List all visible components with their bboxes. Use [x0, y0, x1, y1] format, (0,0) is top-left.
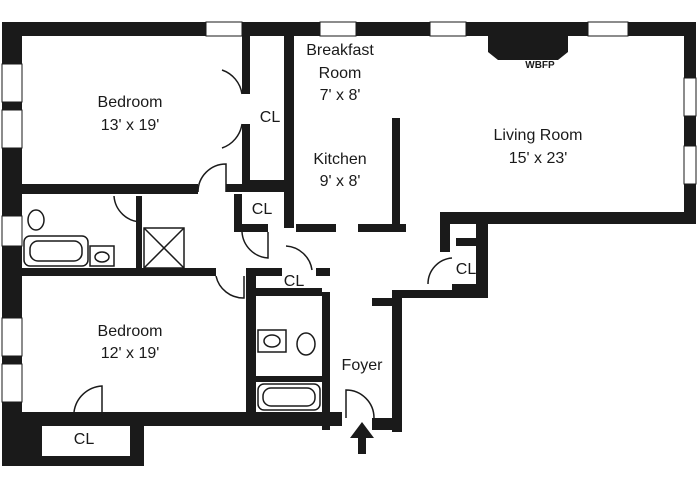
- closet-label: CL: [284, 273, 305, 290]
- door-swing: [285, 245, 313, 271]
- breakfast-room-size: 7' x 8': [320, 87, 361, 104]
- door-swing: [345, 389, 375, 419]
- closet-label: CL: [456, 261, 477, 278]
- foyer-name: Foyer: [342, 357, 384, 374]
- fireplace: WBFP: [488, 36, 568, 71]
- room-labels: Bedroom 13' x 19' Breakfast Room 7' x 8'…: [74, 42, 583, 448]
- kitchen-name: Kitchen: [313, 151, 366, 168]
- kitchen-size: 9' x 8': [320, 173, 361, 190]
- toilet-icon: [27, 209, 45, 231]
- closet-label: CL: [260, 109, 281, 126]
- door-swing: [215, 275, 245, 299]
- closet-label: CL: [74, 431, 95, 448]
- living-room-name: Living Room: [494, 127, 583, 144]
- bedroom-2-size: 12' x 19': [101, 345, 160, 362]
- bathroom-fixtures: [23, 209, 321, 411]
- door-swing: [427, 257, 453, 285]
- door-swing: [241, 231, 269, 259]
- door-swing: [113, 195, 143, 223]
- door-swings: [73, 69, 453, 419]
- door-swing: [197, 163, 227, 193]
- bedroom-2-name: Bedroom: [98, 323, 163, 340]
- breakfast-room-name-line2: Room: [319, 65, 362, 82]
- living-room-size: 15' x 23': [509, 150, 568, 167]
- bedroom-1-name: Bedroom: [98, 94, 163, 111]
- closet-label: CL: [252, 201, 273, 218]
- bedroom-1-size: 13' x 19': [101, 117, 160, 134]
- windows: [1, 21, 697, 403]
- door-swing: [221, 69, 243, 95]
- door-swing: [73, 385, 103, 413]
- toilet-icon: [296, 332, 316, 356]
- breakfast-room-name-line1: Breakfast: [306, 42, 374, 59]
- entry-arrow-icon: [350, 422, 374, 454]
- fireplace-label: WBFP: [525, 60, 555, 71]
- interior-walls: [22, 36, 476, 430]
- door-swing: [221, 123, 243, 149]
